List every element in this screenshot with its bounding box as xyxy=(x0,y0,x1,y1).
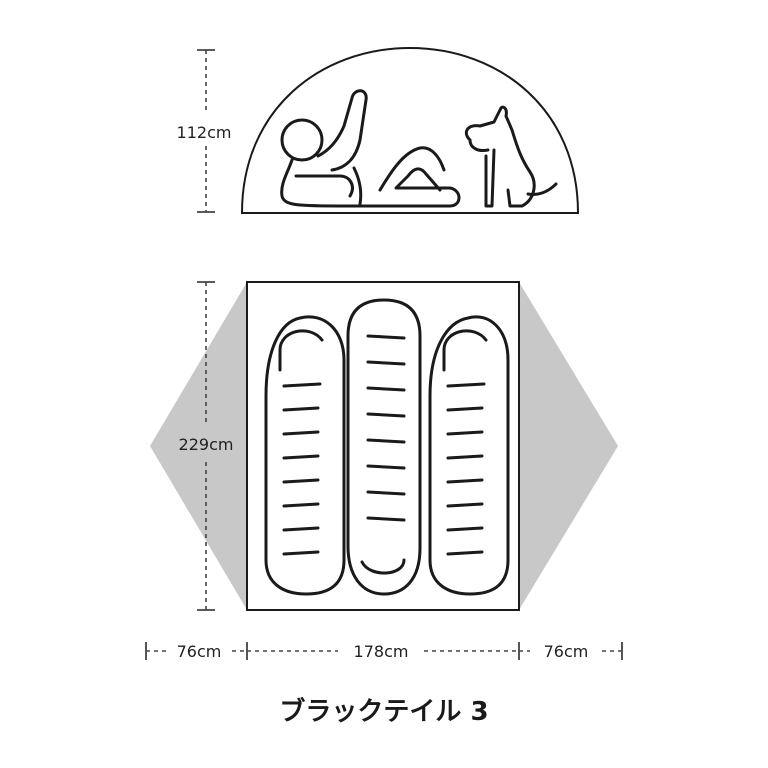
length-dimension: 229cm xyxy=(164,281,244,611)
height-dimension: 112cm xyxy=(177,49,232,213)
height-label: 112cm xyxy=(177,123,232,142)
sleeping-bag-icon xyxy=(428,315,510,596)
top-view: 229cm xyxy=(150,281,618,611)
width-dimensions: 76cm 178cm 76cm xyxy=(145,642,623,661)
side-view: 112cm xyxy=(177,46,580,214)
floor-width-label: 178cm xyxy=(354,642,409,661)
tent-dome-outline xyxy=(240,46,580,214)
vestibule-left-width-label: 76cm xyxy=(177,642,222,661)
person-reclining-icon xyxy=(280,89,461,208)
length-label: 229cm xyxy=(179,435,234,454)
dog-sitting-icon xyxy=(464,105,558,208)
product-name: ブラックテイル 3 xyxy=(279,696,488,727)
vestibule-right xyxy=(519,282,618,610)
tent-floor xyxy=(246,281,520,611)
vestibule-right-width-label: 76cm xyxy=(544,642,589,661)
sleeping-bag-icon xyxy=(346,298,422,596)
sleeping-bag-icon xyxy=(264,315,346,596)
